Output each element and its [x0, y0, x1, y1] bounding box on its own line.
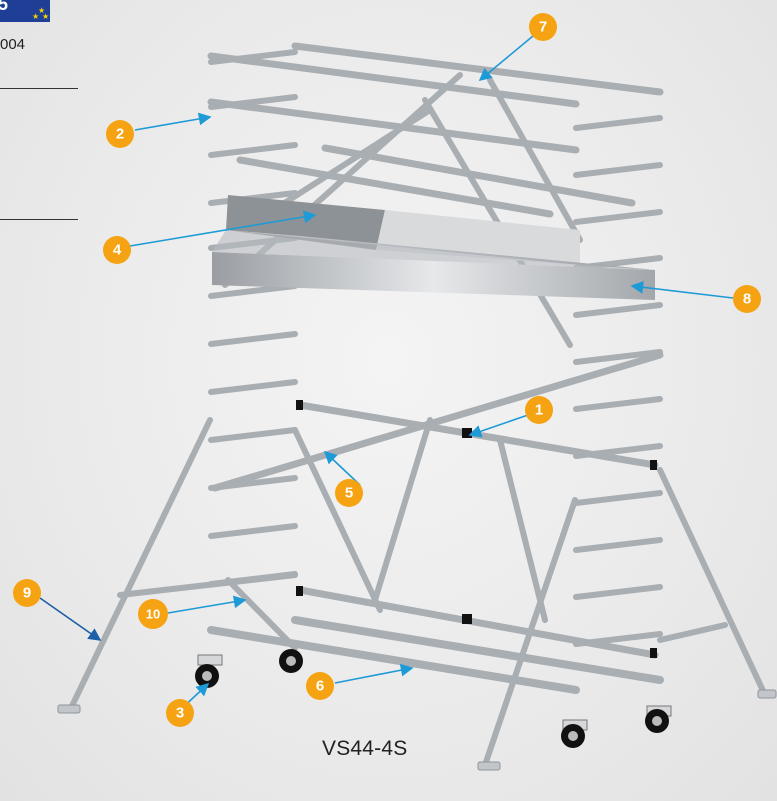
callout-badge-6: 6	[306, 672, 334, 700]
callout-number: 10	[146, 607, 160, 622]
callout-arrow	[478, 35, 534, 82]
norm-text: 004	[0, 36, 26, 53]
callout-number: 2	[116, 126, 124, 143]
callout-number: 3	[176, 705, 184, 722]
divider-line	[0, 219, 78, 220]
callout-number: 8	[743, 291, 751, 308]
callout-badge-2: 2	[106, 120, 134, 148]
callout-badge-8: 8	[733, 285, 761, 313]
callout-number: 9	[23, 585, 31, 602]
callout-badge-3: 3	[166, 699, 194, 727]
castor-wheels	[195, 649, 672, 748]
callout-arrow	[468, 414, 529, 438]
callout-number: 7	[539, 19, 547, 36]
callout-number: 1	[535, 402, 543, 419]
callout-badge-7: 7	[529, 13, 557, 41]
callout-badge-5: 5	[335, 479, 363, 507]
callout-arrow	[39, 597, 102, 641]
callout-badge-10: 10	[138, 599, 168, 629]
model-label: VS44-4S	[322, 737, 408, 760]
divider-line	[0, 88, 78, 89]
callout-badge-4: 4	[103, 236, 131, 264]
callout-arrow	[167, 595, 247, 614]
callout-number: 6	[316, 678, 324, 695]
callout-number: 4	[113, 242, 122, 259]
scaffold-structure	[57, 10, 777, 771]
callout-arrow	[134, 112, 212, 131]
callout-arrow	[334, 663, 414, 684]
eu-flag-icon: 5 ★ ★ ★	[0, 0, 50, 22]
callout-number: 5	[345, 485, 353, 502]
callout-arrow	[323, 450, 361, 486]
callout-arrow	[129, 210, 317, 247]
callout-badge-1: 1	[525, 396, 553, 424]
callout-badge-9: 9	[13, 579, 41, 607]
callout-arrow	[630, 280, 734, 299]
